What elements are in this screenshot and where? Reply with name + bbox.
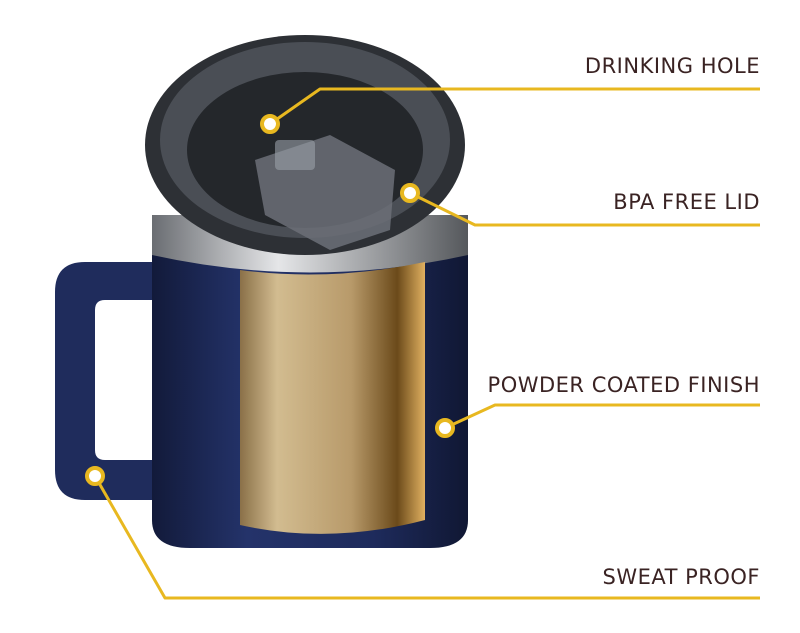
label-sweat-proof: SWEAT PROOF [602, 565, 760, 589]
callout-dot-drinking-hole [260, 114, 280, 134]
callout-dot-powder-coated [435, 418, 455, 438]
handle [55, 262, 190, 500]
callout-line-bpa-free-lid [409, 191, 760, 227]
callout-line-powder-coated [444, 403, 760, 430]
label-powder-coated-finish: POWDER COATED FINISH [487, 373, 760, 397]
label-drinking-hole: DRINKING HOLE [584, 54, 760, 78]
callout-dot-bpa-free-lid [400, 183, 420, 203]
callout-line-drinking-hole [269, 87, 760, 126]
label-bpa-free-lid: BPA FREE LID [613, 190, 760, 214]
callout-line-sweat-proof [93, 475, 760, 600]
gold-finish-window [240, 262, 425, 534]
callout-dot-sweat-proof [85, 466, 105, 486]
